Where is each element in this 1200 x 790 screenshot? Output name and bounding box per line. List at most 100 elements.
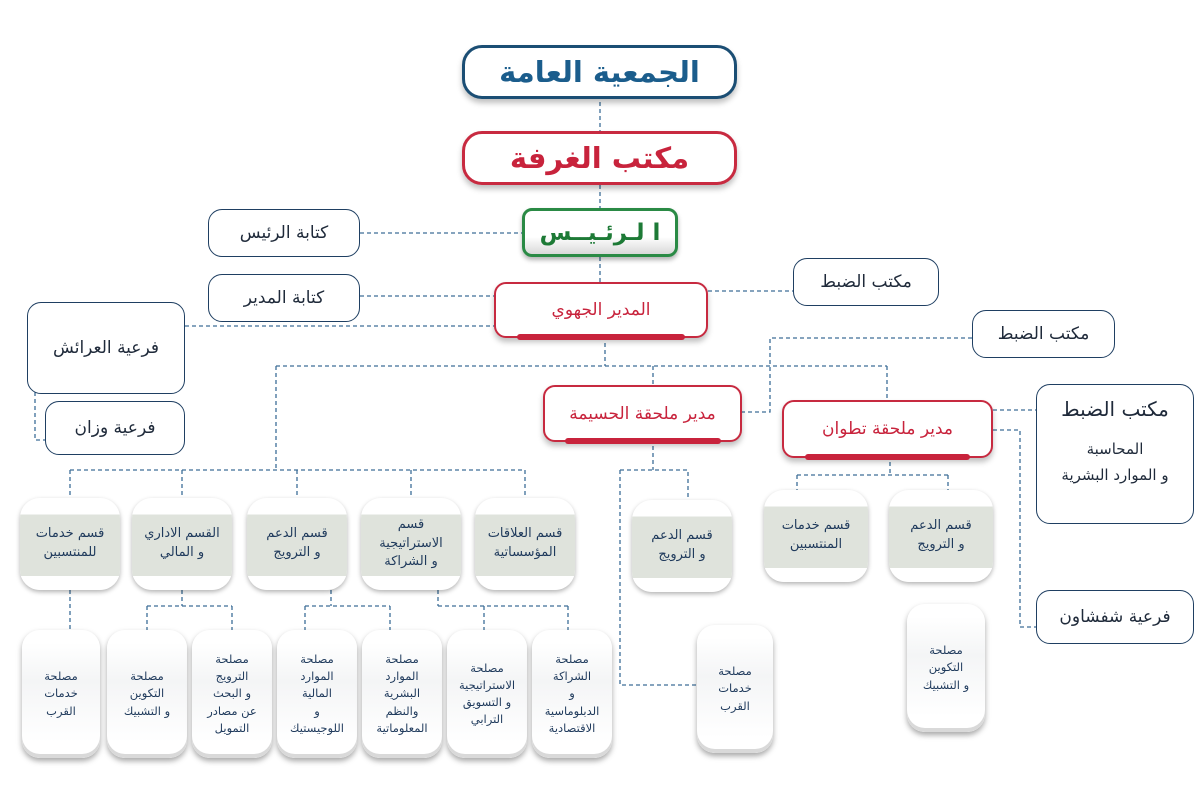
chamber-office-box: مكتب الغرفة — [462, 131, 737, 185]
service-line: مصلحة — [44, 669, 78, 684]
tetouan-dept-member-services: قسم خدمات المنتسبين — [764, 490, 868, 582]
service-line: المعلوماتية — [376, 720, 428, 735]
dept-line: و الشراكة — [384, 554, 438, 570]
service-line: الاستراتيجية — [458, 677, 516, 692]
hoceima-service-proximity: مصلحة خدمات القرب — [697, 625, 773, 753]
service-line: خدمات — [718, 681, 752, 696]
service-line: التمويل — [214, 720, 250, 735]
dept-line: قسم خدمات — [781, 518, 851, 534]
hoceima-annex-director-box: مدير ملحقة الحسيمة — [543, 385, 742, 444]
larache-branch-box: فرعية العرائش — [27, 302, 185, 394]
service-line: و — [314, 703, 320, 718]
service-line: والنظم — [385, 703, 419, 718]
service-hr-information-systems: مصلحة الموارد البشرية والنظم المعلوماتية — [362, 630, 442, 758]
service-training-networking: مصلحة التكوين و التشبيك — [107, 630, 187, 758]
director-secretariat-label: كتابة المدير — [243, 288, 325, 308]
dept-line: قسم الدعم — [910, 518, 972, 534]
service-line: و التشبيك — [123, 703, 171, 718]
service-line: مصلحة — [385, 651, 419, 666]
service-line: الشراكة — [552, 669, 592, 684]
service-line: و البحث — [212, 686, 252, 701]
regional-director-box: المدير الجهوي — [494, 282, 708, 340]
service-line: اللوجيستيك — [290, 720, 344, 735]
dept-support-promotion: قسم الدعم و الترويج — [247, 498, 347, 590]
service-line: مصلحة — [215, 651, 249, 666]
service-line: التكوين — [129, 686, 165, 701]
dept-line: قسم الدعم — [651, 528, 713, 544]
service-line: الترابي — [470, 712, 504, 727]
ouezzane-branch-box: فرعية وزان — [45, 401, 185, 455]
tetouan-control-office-line1: المحاسبة — [1086, 440, 1144, 458]
service-line: الاقتصادية — [548, 720, 596, 735]
president-secretariat-box: كتابة الرئيس — [208, 209, 360, 257]
service-line: مصلحة — [555, 651, 589, 666]
service-line: القرب — [46, 703, 76, 718]
hoceima-annex-director-label: مدير ملحقة الحسيمة — [569, 403, 716, 424]
dept-strategy-partnership: قسم الاستراتيجية و الشراكة — [361, 498, 461, 590]
service-line: مصلحة — [718, 664, 752, 679]
chefchaouen-branch-box: فرعية شفشاون — [1036, 590, 1194, 644]
president-secretariat-label: كتابة الرئيس — [239, 223, 329, 243]
service-line: و التشبيك — [922, 677, 970, 692]
general-assembly-label: الجمعية العامة — [499, 55, 700, 89]
dept-line: و المالي — [159, 545, 205, 560]
service-line: التكوين — [928, 660, 964, 675]
control-office-label-2: مكتب الضبط — [997, 324, 1090, 344]
dept-line: و الترويج — [658, 547, 706, 562]
service-strategy-territorial-marketing: مصلحة الاستراتيجية و التسويق الترابي — [447, 630, 527, 758]
dept-line: المؤسساتية — [493, 545, 557, 560]
tetouan-control-office-title: مكتب الضبط — [1061, 397, 1169, 421]
dept-line: قسم — [397, 516, 425, 532]
dept-line: للمنتسبين — [43, 545, 97, 560]
dept-member-services: قسم خدمات للمنتسبين — [20, 498, 120, 590]
dept-admin-finance: القسم الاداري و المالي — [132, 498, 232, 590]
service-line: و التسويق — [462, 695, 512, 709]
director-secretariat-box: كتابة المدير — [208, 274, 360, 322]
service-line: البشرية — [383, 686, 421, 701]
service-line: عن مصادر — [207, 703, 257, 718]
chefchaouen-branch-label: فرعية شفشاون — [1059, 607, 1171, 627]
control-office-box-2: مكتب الضبط — [972, 310, 1115, 358]
chamber-office-label: مكتب الغرفة — [509, 141, 690, 175]
service-line: الموارد — [300, 669, 334, 684]
dept-line: قسم العلاقات — [487, 526, 563, 542]
service-proximity: مصلحة خدمات القرب — [22, 630, 100, 758]
hoceima-dept-support-promotion: قسم الدعم و الترويج — [632, 500, 732, 592]
service-line: و — [569, 686, 575, 701]
dept-line: قسم خدمات — [35, 526, 105, 542]
dept-line: و الترويج — [917, 537, 965, 552]
president-box: ا لـرئـيــس — [522, 208, 678, 257]
service-line: مصلحة — [929, 643, 963, 658]
general-assembly-box: الجمعية العامة — [462, 45, 737, 99]
dept-line: القسم الاداري — [144, 526, 220, 542]
service-line: القرب — [720, 698, 750, 713]
dept-line: المنتسبين — [789, 537, 843, 552]
larache-branch-label: فرعية العرائش — [53, 338, 159, 358]
president-label: ا لـرئـيــس — [539, 219, 661, 246]
dept-line: قسم الدعم — [266, 526, 328, 542]
service-line: المالية — [302, 686, 332, 701]
service-line: الترويج — [215, 669, 249, 684]
dept-line: و الترويج — [273, 545, 321, 560]
tetouan-annex-director-box: مدير ملحقة تطوان — [782, 400, 993, 460]
regional-director-label: المدير الجهوي — [551, 300, 651, 320]
service-finance-logistics: مصلحة الموارد المالية و اللوجيستيك — [277, 630, 357, 758]
control-office-label-1: مكتب الضبط — [820, 272, 912, 292]
tetouan-annex-director-label: مدير ملحقة تطوان — [821, 419, 954, 439]
service-promotion-funding: مصلحة الترويج و البحث عن مصادر التمويل — [192, 630, 272, 758]
service-partnership-economic-diplomacy: مصلحة الشراكة و الدبلوماسية الاقتصادية — [532, 630, 612, 758]
service-line: مصلحة — [130, 669, 164, 684]
ouezzane-branch-label: فرعية وزان — [74, 418, 156, 438]
service-line: خدمات — [44, 686, 78, 701]
service-line: الدبلوماسية — [544, 703, 600, 718]
dept-institutional-relations: قسم العلاقات المؤسساتية — [475, 498, 575, 590]
service-line: مصلحة — [470, 660, 504, 675]
tetouan-control-office-line2: و الموارد البشرية — [1061, 465, 1169, 484]
tetouan-dept-support-promotion: قسم الدعم و الترويج — [889, 490, 993, 582]
tetouan-service-training-networking: مصلحة التكوين و التشبيك — [907, 604, 985, 732]
control-office-box-1: مكتب الضبط — [793, 258, 939, 306]
service-line: الموارد — [385, 669, 419, 684]
service-line: مصلحة — [300, 651, 334, 666]
dept-line: الاستراتيجية — [379, 535, 443, 551]
tetouan-control-office-box: مكتب الضبط المحاسبة و الموارد البشرية — [1036, 384, 1194, 524]
